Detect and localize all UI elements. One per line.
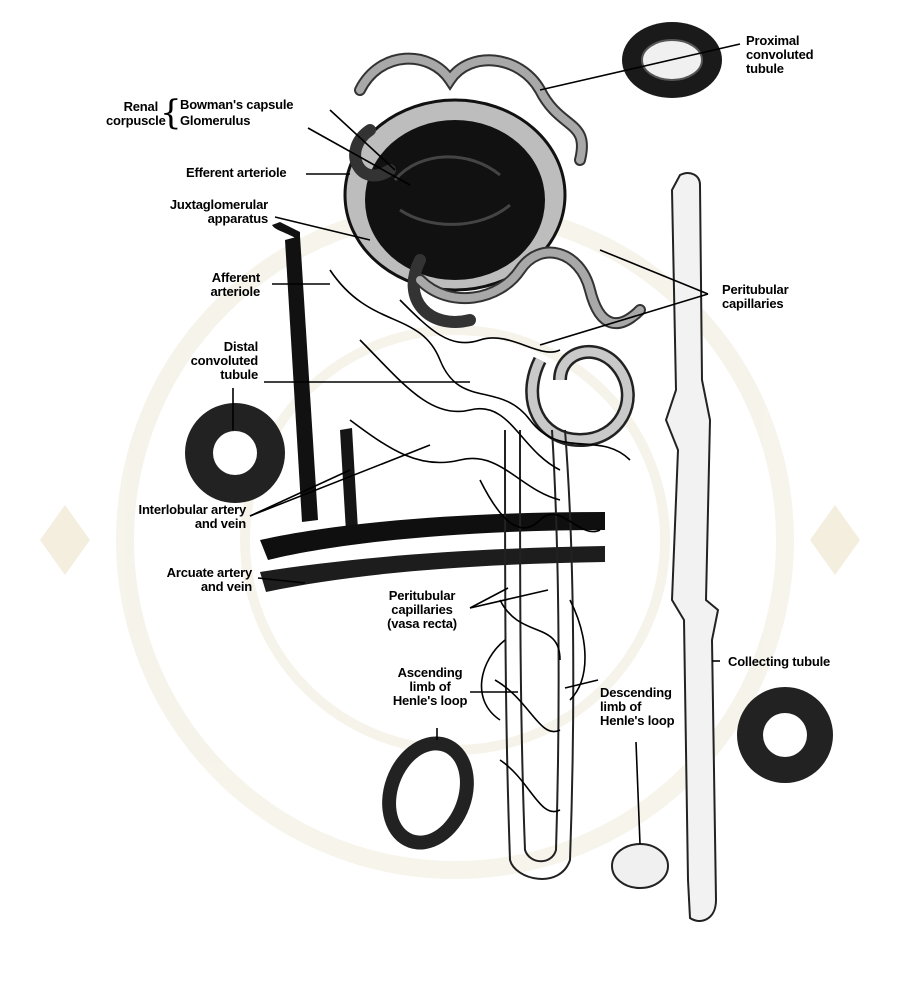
watermark-ornament-left	[40, 505, 90, 575]
arcuate-vein	[260, 546, 605, 592]
label-juxtaglomerular-apparatus: Juxtaglomerular apparatus	[150, 198, 268, 226]
label-glomerulus: Glomerulus	[180, 114, 250, 128]
watermark-ornament-right	[810, 505, 860, 575]
henles-loop	[505, 430, 573, 879]
label-proximal-convoluted-tubule: Proximal convoluted tubule	[746, 34, 813, 76]
label-interlobular-artery-vein: Interlobular artery and vein	[100, 503, 246, 531]
ascending-cross-section	[367, 723, 489, 862]
collecting-cross-section	[737, 687, 833, 783]
label-afferent-arteriole: Afferent arteriole	[196, 271, 260, 299]
label-descending-limb: Descending limb of Henle's loop	[600, 686, 674, 728]
glomerulus	[365, 120, 545, 280]
collecting-tubule	[666, 173, 718, 921]
label-arcuate-artery-vein: Arcuate artery and vein	[130, 566, 252, 594]
distal-cross-section	[185, 403, 285, 503]
label-peritubular-capillaries: Peritubular capillaries	[722, 283, 788, 311]
label-efferent-arteriole: Efferent arteriole	[186, 166, 286, 180]
label-bowmans-capsule: Bowman's capsule	[180, 98, 293, 112]
label-renal-corpuscle: Renal corpuscle	[106, 100, 158, 128]
label-collecting-tubule: Collecting tubule	[728, 655, 830, 669]
label-distal-convoluted-tubule: Distal convoluted tubule	[186, 340, 258, 382]
label-ascending-limb: Ascending limb of Henle's loop	[384, 666, 476, 708]
label-peritubular-capillaries-vasa-recta: Peritubular capillaries (vasa recta)	[376, 589, 468, 631]
descending-cross-section	[612, 844, 668, 888]
